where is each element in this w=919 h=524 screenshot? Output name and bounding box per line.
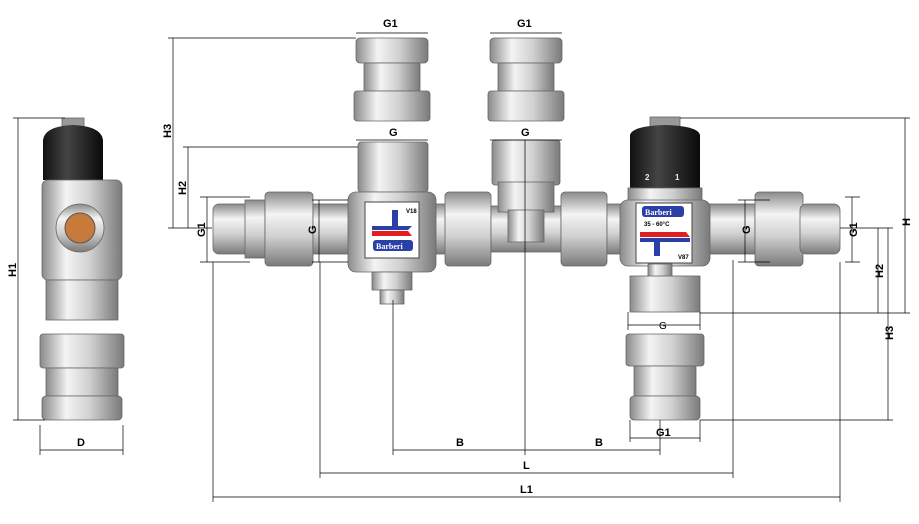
label-b-right: B <box>595 437 603 449</box>
label-g-left: G <box>307 225 319 234</box>
label-g1-left: G1 <box>196 222 208 237</box>
top-fitting-right <box>487 37 565 122</box>
label-h: H <box>901 218 913 226</box>
label-h3-right: H3 <box>884 326 896 340</box>
brand-logo-right: Barberi <box>645 208 672 217</box>
tee-fitting <box>491 139 561 243</box>
label-g1-top-left: G1 <box>383 18 398 30</box>
label-h3-left: H3 <box>162 124 174 138</box>
label-g-top-left: G <box>389 127 398 139</box>
label-h2-right: H2 <box>874 264 886 278</box>
label-g1-top-right: G1 <box>517 18 532 30</box>
temperature-knob[interactable] <box>630 125 700 188</box>
brand-logo-left: Barberi <box>376 242 403 251</box>
label-d: D <box>77 437 85 449</box>
dimension-lines <box>13 32 910 502</box>
label-g1-right: G1 <box>848 222 860 237</box>
knob-mark-1: 1 <box>675 173 680 182</box>
label-g-right: G <box>741 225 753 234</box>
label-l: L <box>523 460 530 472</box>
label-b-left: B <box>456 437 464 449</box>
temperature-range: 35 - 60°C <box>644 222 670 228</box>
mixing-valve-left: V18 Barberi <box>347 141 437 305</box>
thermostatic-valve-right: 2 1 Barberi 35 - 60°C V87 <box>619 116 711 421</box>
top-fitting-left <box>353 37 431 122</box>
label-g-bottom: G <box>659 321 667 332</box>
valve-model-left: V18 <box>406 209 417 215</box>
label-h1: H1 <box>7 263 19 277</box>
valve-model-right: V87 <box>678 255 689 261</box>
label-g-top-right: G <box>521 127 530 139</box>
side-view-valve <box>39 117 125 421</box>
label-l1: L1 <box>520 484 533 496</box>
label-h2-left: H2 <box>177 181 189 195</box>
knob-mark-2: 2 <box>645 173 650 182</box>
label-g1-bottom: G1 <box>656 427 671 439</box>
